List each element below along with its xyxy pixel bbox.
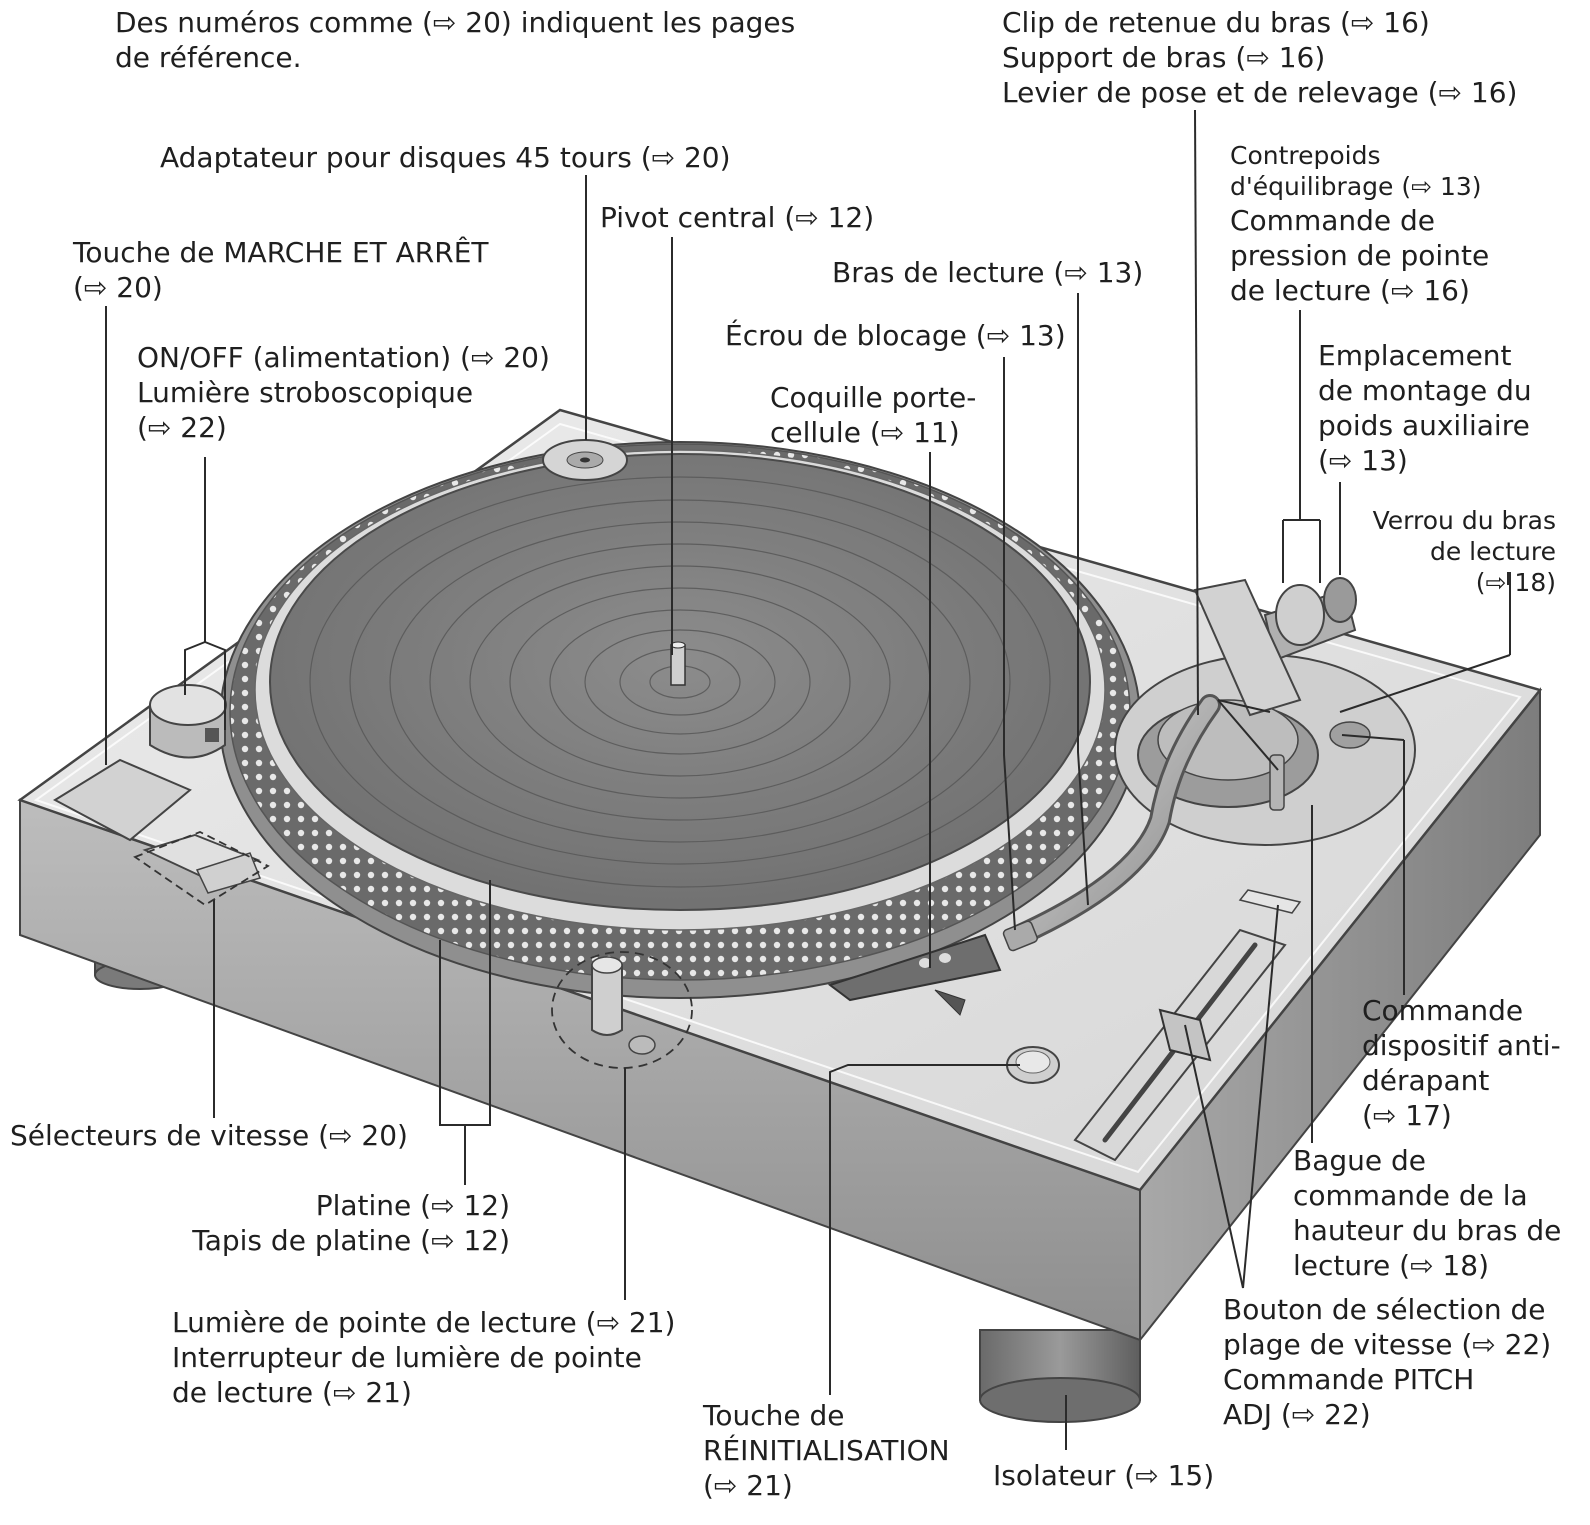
label-bague-hauteur: Bague de commande de la hauteur du bras … — [1293, 1143, 1561, 1283]
label-touche-reinitialisation: Touche de RÉINITIALISATION (⇨ 21) — [703, 1398, 950, 1503]
label-clip-support-levier: Clip de retenue du bras (⇨ 16) Support d… — [1002, 5, 1517, 110]
label-selecteurs-vitesse: Sélecteurs de vitesse (⇨ 20) — [10, 1118, 408, 1153]
label-lumiere-pointe: Lumière de pointe de lecture (⇨ 21) Inte… — [172, 1305, 675, 1410]
label-commande-pression: Commande de pression de pointe de lectur… — [1230, 203, 1489, 308]
label-isolateur: Isolateur (⇨ 15) — [993, 1458, 1214, 1493]
adapter-45 — [543, 440, 627, 480]
label-pivot-central: Pivot central (⇨ 12) — [600, 200, 874, 235]
intro-note: Des numéros comme (⇨ 20) indiquent les p… — [115, 5, 795, 75]
label-bras-de-lecture: Bras de lecture (⇨ 13) — [832, 255, 1143, 290]
label-adaptateur-45: Adaptateur pour disques 45 tours (⇨ 20) — [160, 140, 731, 175]
label-platine-tapis: Platine (⇨ 12) Tapis de platine (⇨ 12) — [150, 1188, 510, 1258]
label-ecrou-blocage: Écrou de blocage (⇨ 13) — [725, 318, 1066, 353]
label-bouton-plage-pitch: Bouton de sélection de plage de vitesse … — [1223, 1292, 1551, 1432]
center-spindle — [671, 645, 685, 685]
label-coquille-porte-cellule: Coquille porte- cellule (⇨ 11) — [770, 380, 976, 450]
label-verrou-bras: Verrou du bras de lecture (⇨ 18) — [1360, 505, 1556, 598]
label-emplacement-poids-aux: Emplacement de montage du poids auxiliai… — [1318, 338, 1532, 478]
label-touche-marche-arret: Touche de MARCHE ET ARRÊT (⇨ 20) — [73, 235, 489, 305]
label-commande-antiderapant: Commande dispositif anti- dérapant (⇨ 17… — [1362, 993, 1561, 1133]
label-onoff-lumiere-strobo: ON/OFF (alimentation) (⇨ 20) Lumière str… — [137, 340, 550, 445]
power-knob-shape — [150, 685, 226, 758]
platter — [220, 442, 1140, 998]
label-contrepoids: Contrepoids d'équilibrage (⇨ 13) — [1230, 140, 1482, 202]
